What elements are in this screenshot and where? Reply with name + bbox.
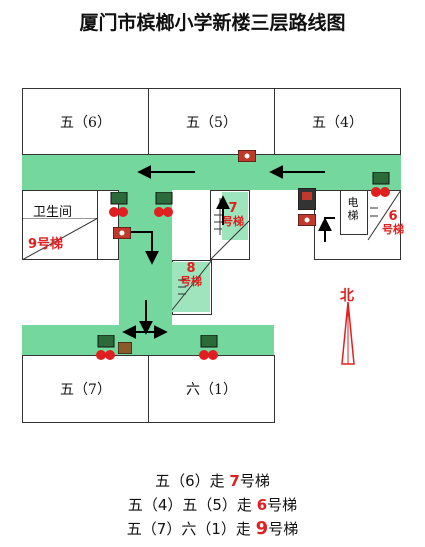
stair-6-text: 号梯: [382, 223, 404, 236]
room-label: 五（4）: [312, 114, 363, 131]
room-label: 五（6）: [60, 114, 111, 131]
legend-line-3: 五（7）六（1）走 9号梯: [126, 518, 299, 539]
arrow-turn-stair6: [324, 217, 335, 242]
room-6-1: 六（1）: [148, 355, 275, 423]
stair-8-number: 8: [186, 261, 196, 276]
fire-extinguisher-icon: [154, 192, 173, 217]
restroom-divider: [22, 218, 98, 260]
stair-9-label: 9号梯: [28, 237, 64, 252]
stair-6-label: 6 号梯: [382, 210, 404, 236]
legend-line-2: 五（4）五（5）走 6号梯: [127, 496, 298, 514]
room-label: 五（5）: [186, 114, 237, 131]
legend-line-1: 五（6）走 7号梯: [155, 472, 270, 490]
stair-8-text: 号梯: [180, 275, 202, 288]
control-panel-icon: [298, 188, 316, 210]
alarm-icon: [118, 342, 132, 354]
arrow-down-turn: [130, 231, 159, 265]
page-title: 厦门市槟榔小学新楼三层路线图: [79, 12, 346, 34]
room-5-7: 五（7）: [22, 355, 149, 423]
stair-7-text: 号梯: [222, 215, 244, 228]
fire-extinguisher-icon: [371, 172, 390, 197]
alarm-icon: [298, 214, 316, 226]
room-label: 六（1）: [186, 382, 237, 398]
fire-hydrant-box-icon: [109, 192, 128, 217]
fire-extinguisher-icon: [199, 335, 218, 360]
fire-extinguisher-icon: [96, 335, 115, 360]
room-5-4: 五（4）: [274, 88, 401, 155]
alarm-icon: [238, 150, 256, 162]
stair-8-label: 8 号梯: [180, 262, 202, 288]
stair-6-number: 6: [388, 209, 398, 224]
elevator-label: 电梯: [347, 196, 359, 222]
restroom-label: 卫生间: [33, 205, 73, 220]
north-arrow-icon: [341, 302, 355, 365]
stair-7-number: 7: [228, 201, 238, 216]
room-label: 五（7）: [60, 382, 111, 398]
alarm-icon: [113, 227, 131, 239]
stair-6-steps: [367, 190, 401, 241]
north-label: 北: [340, 288, 354, 304]
stair-7-label: 7 号梯: [222, 202, 244, 228]
main-corridor: [22, 155, 401, 190]
stair-8-steps: [172, 260, 212, 311]
elevator: [340, 190, 368, 235]
